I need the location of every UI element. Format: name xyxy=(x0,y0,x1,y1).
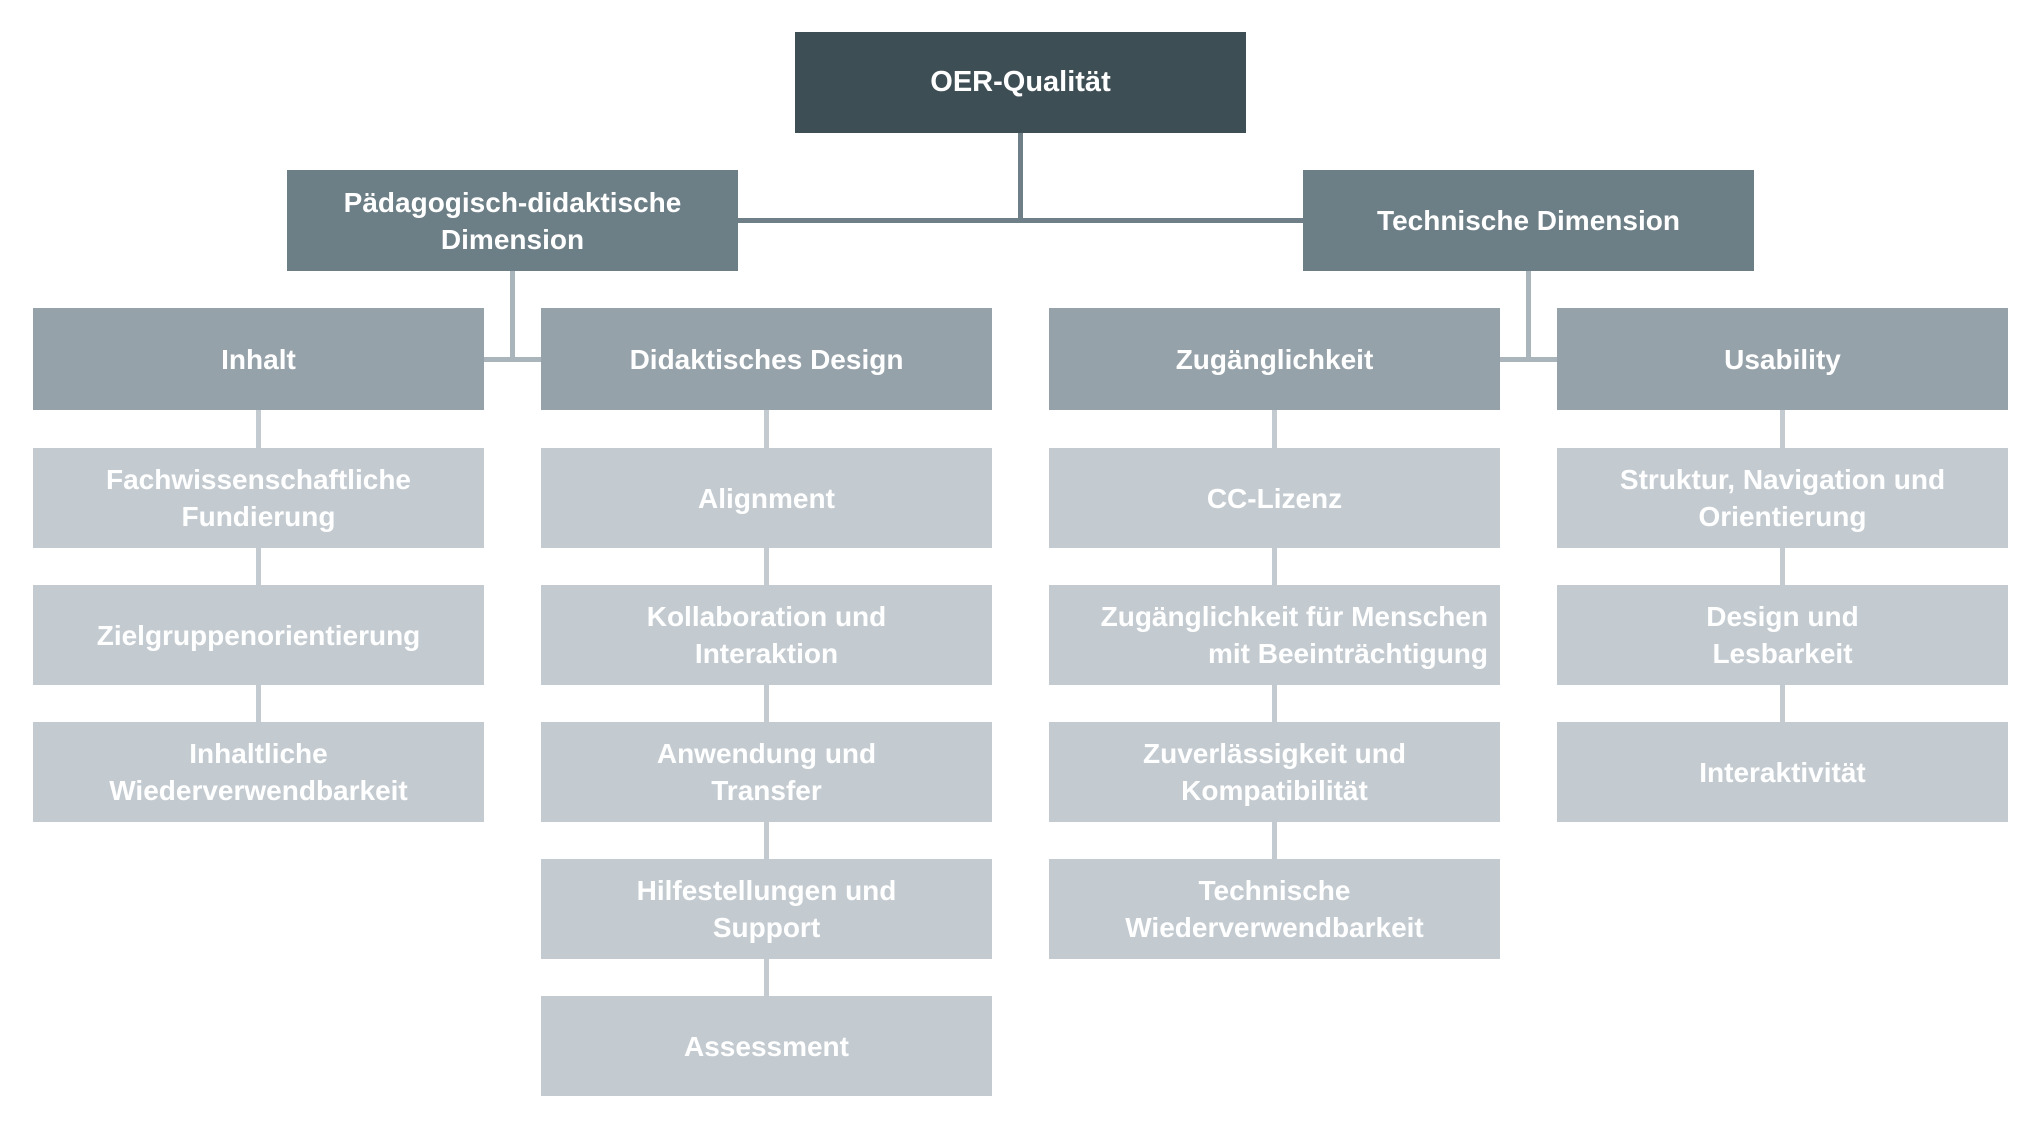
connector-dimension-2-vertical xyxy=(1526,271,1531,362)
connector-column-segment xyxy=(764,548,769,585)
node-label: CC-Lizenz xyxy=(1206,482,1343,514)
node-cc-lizenz: CC-Lizenz xyxy=(1049,448,1500,548)
node-inhalt: Inhalt xyxy=(33,308,484,410)
connector-column-segment xyxy=(1272,822,1277,859)
node-paedagogisch-didaktische-dimension: Pädagogisch-didaktische Dimension xyxy=(287,170,738,271)
connector-column-segment xyxy=(1272,685,1277,722)
connector-column-segment xyxy=(764,959,769,996)
node-interaktivitaet: Interaktivität xyxy=(1557,722,2008,822)
node-technische-dimension: Technische Dimension xyxy=(1303,170,1754,271)
connector-root-vertical xyxy=(1018,133,1023,223)
node-design-und-lesbarkeit: Design und Lesbarkeit xyxy=(1557,585,2008,685)
node-zugaenglichkeit: Zugänglichkeit xyxy=(1049,308,1500,410)
connector-column-segment xyxy=(764,822,769,859)
connector-root-horizontal xyxy=(738,218,1303,223)
connector-column-segment xyxy=(256,685,261,722)
node-hilfestellungen-und-support: Hilfestellungen und Support xyxy=(541,859,992,959)
node-zuverlaessigkeit-und-kompatibilitaet: Zuverlässigkeit und Kompatibilität xyxy=(1049,722,1500,822)
connector-dimension-1-horizontal xyxy=(484,357,541,362)
node-assessment: Assessment xyxy=(541,996,992,1096)
connector-column-segment xyxy=(1780,548,1785,585)
node-label: Didaktisches Design xyxy=(629,343,904,375)
node-alignment: Alignment xyxy=(541,448,992,548)
connector-dimension-1-vertical xyxy=(510,271,515,362)
connector-column-segment xyxy=(1780,685,1785,722)
connector-dimension-2-horizontal xyxy=(1500,357,1557,362)
node-label: Inhaltliche Wiederverwendbarkeit xyxy=(109,738,408,806)
node-label: Struktur, Navigation und Orientierung xyxy=(1619,464,1946,532)
node-label: Inhalt xyxy=(221,343,296,375)
node-label: Hilfestellungen und Support xyxy=(636,875,897,943)
connector-column-segment xyxy=(1780,410,1785,448)
node-label: Assessment xyxy=(684,1030,849,1062)
node-label: Technische Dimension xyxy=(1377,205,1680,236)
node-kollaboration-und-interaktion: Kollaboration und Interaktion xyxy=(541,585,992,685)
node-label: Zugänglichkeit xyxy=(1175,343,1374,375)
node-usability: Usability xyxy=(1557,308,2008,410)
connector-column-segment xyxy=(1272,410,1277,448)
node-label: Zielgruppenorientierung xyxy=(96,619,421,651)
node-label: Alignment xyxy=(698,482,835,514)
node-technische-wiederverwendbarkeit: Technische Wiederverwendbarkeit xyxy=(1049,859,1500,959)
node-didaktisches-design: Didaktisches Design xyxy=(541,308,992,410)
node-anwendung-und-transfer: Anwendung und Transfer xyxy=(541,722,992,822)
node-label: Technische Wiederverwendbarkeit xyxy=(1125,875,1424,943)
node-label: Usability xyxy=(1724,343,1841,375)
node-zielgruppenorientierung: Zielgruppenorientierung xyxy=(33,585,484,685)
node-fachwissenschaftliche-fundierung: Fachwissenschaftliche Fundierung xyxy=(33,448,484,548)
node-label: Interaktivität xyxy=(1699,756,1866,788)
connector-column-segment xyxy=(764,410,769,448)
node-zugaenglichkeit-fuer-menschen-mit-beeintraechtigung: Zugänglichkeit für Menschen mit Beeinträ… xyxy=(1049,585,1500,685)
node-label: Design und Lesbarkeit xyxy=(1706,601,1859,669)
node-oer-qualitaet: OER-Qualität xyxy=(795,32,1246,133)
node-label: Zuverlässigkeit und Kompatibilität xyxy=(1143,738,1406,806)
node-label: Zugänglichkeit für Menschen mit Beeinträ… xyxy=(1100,601,1488,669)
node-label: Fachwissenschaftliche Fundierung xyxy=(105,464,411,532)
connector-column-segment xyxy=(1272,548,1277,585)
node-label: Anwendung und Transfer xyxy=(656,738,877,806)
connector-column-segment xyxy=(764,685,769,722)
connector-column-segment xyxy=(256,410,261,448)
connector-column-segment xyxy=(256,548,261,585)
node-label: OER-Qualität xyxy=(930,66,1111,98)
node-label: Kollaboration und Interaktion xyxy=(646,601,887,669)
node-inhaltliche-wiederverwendbarkeit: Inhaltliche Wiederverwendbarkeit xyxy=(33,722,484,822)
node-struktur-navigation-und-orientierung: Struktur, Navigation und Orientierung xyxy=(1557,448,2008,548)
node-label: Pädagogisch-didaktische Dimension xyxy=(343,186,682,255)
